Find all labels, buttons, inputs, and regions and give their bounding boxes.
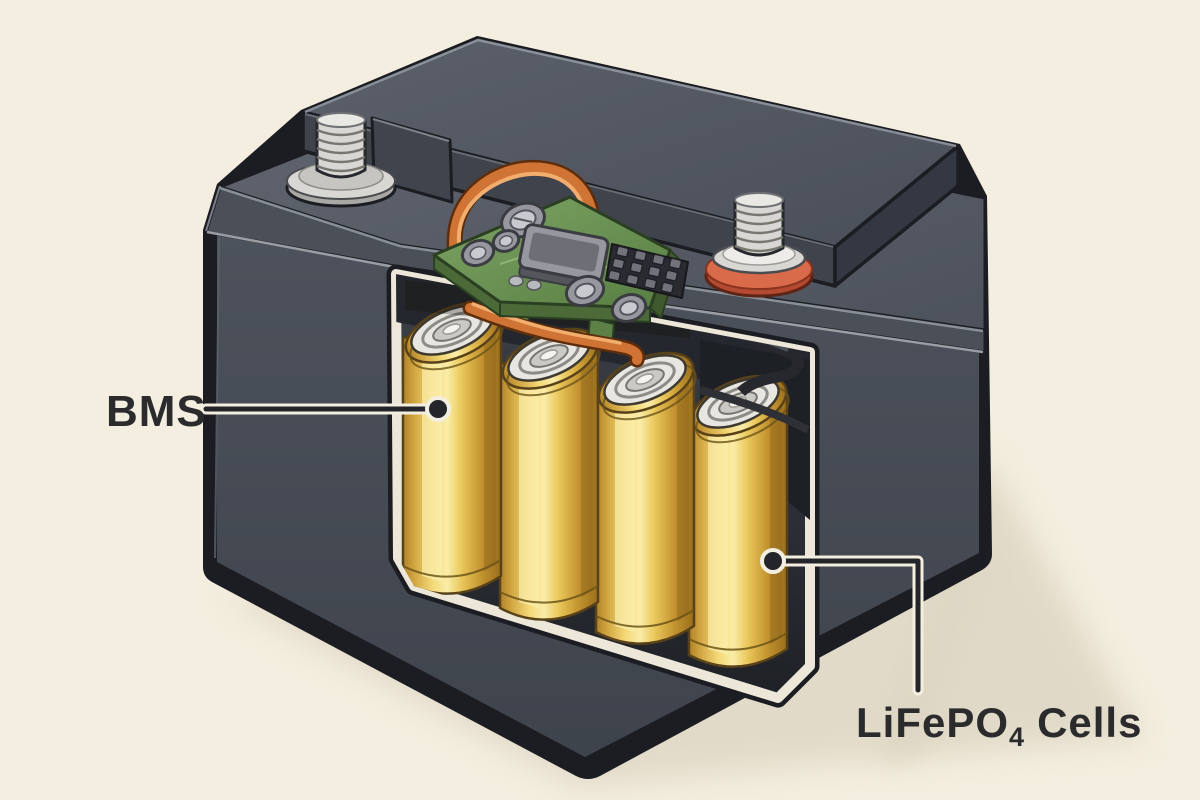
callout-bms-leader (200, 396, 451, 422)
callout-cells-leader (760, 548, 924, 696)
cells-label-subscript: 4 (1009, 722, 1026, 752)
board-screw-pad (610, 293, 648, 323)
bms-label: BMS (106, 387, 207, 436)
battery-cell (588, 339, 706, 646)
battery (203, 36, 992, 779)
board-screw-pad (564, 274, 606, 308)
battery-cell (396, 289, 513, 596)
pin-connector (605, 243, 689, 299)
positive-terminal (704, 192, 814, 298)
copper-loop-wire (446, 159, 602, 258)
cells-leader-dot (760, 548, 786, 574)
bms-board (432, 195, 689, 323)
cells-label: LiFePO4 Cells (856, 702, 1142, 751)
negative-terminal (285, 112, 397, 208)
cells-label-suffix: Cells (1037, 699, 1143, 746)
board-screw-pad (460, 238, 496, 268)
battery-cell (681, 362, 799, 669)
cutaway-window (386, 264, 820, 708)
board-screw-pad (491, 229, 521, 253)
cells-label-prefix: LiFePO (856, 699, 1010, 746)
terminal-post (733, 198, 785, 257)
bms-leader-dot (425, 396, 451, 422)
battery-cell (492, 315, 610, 622)
